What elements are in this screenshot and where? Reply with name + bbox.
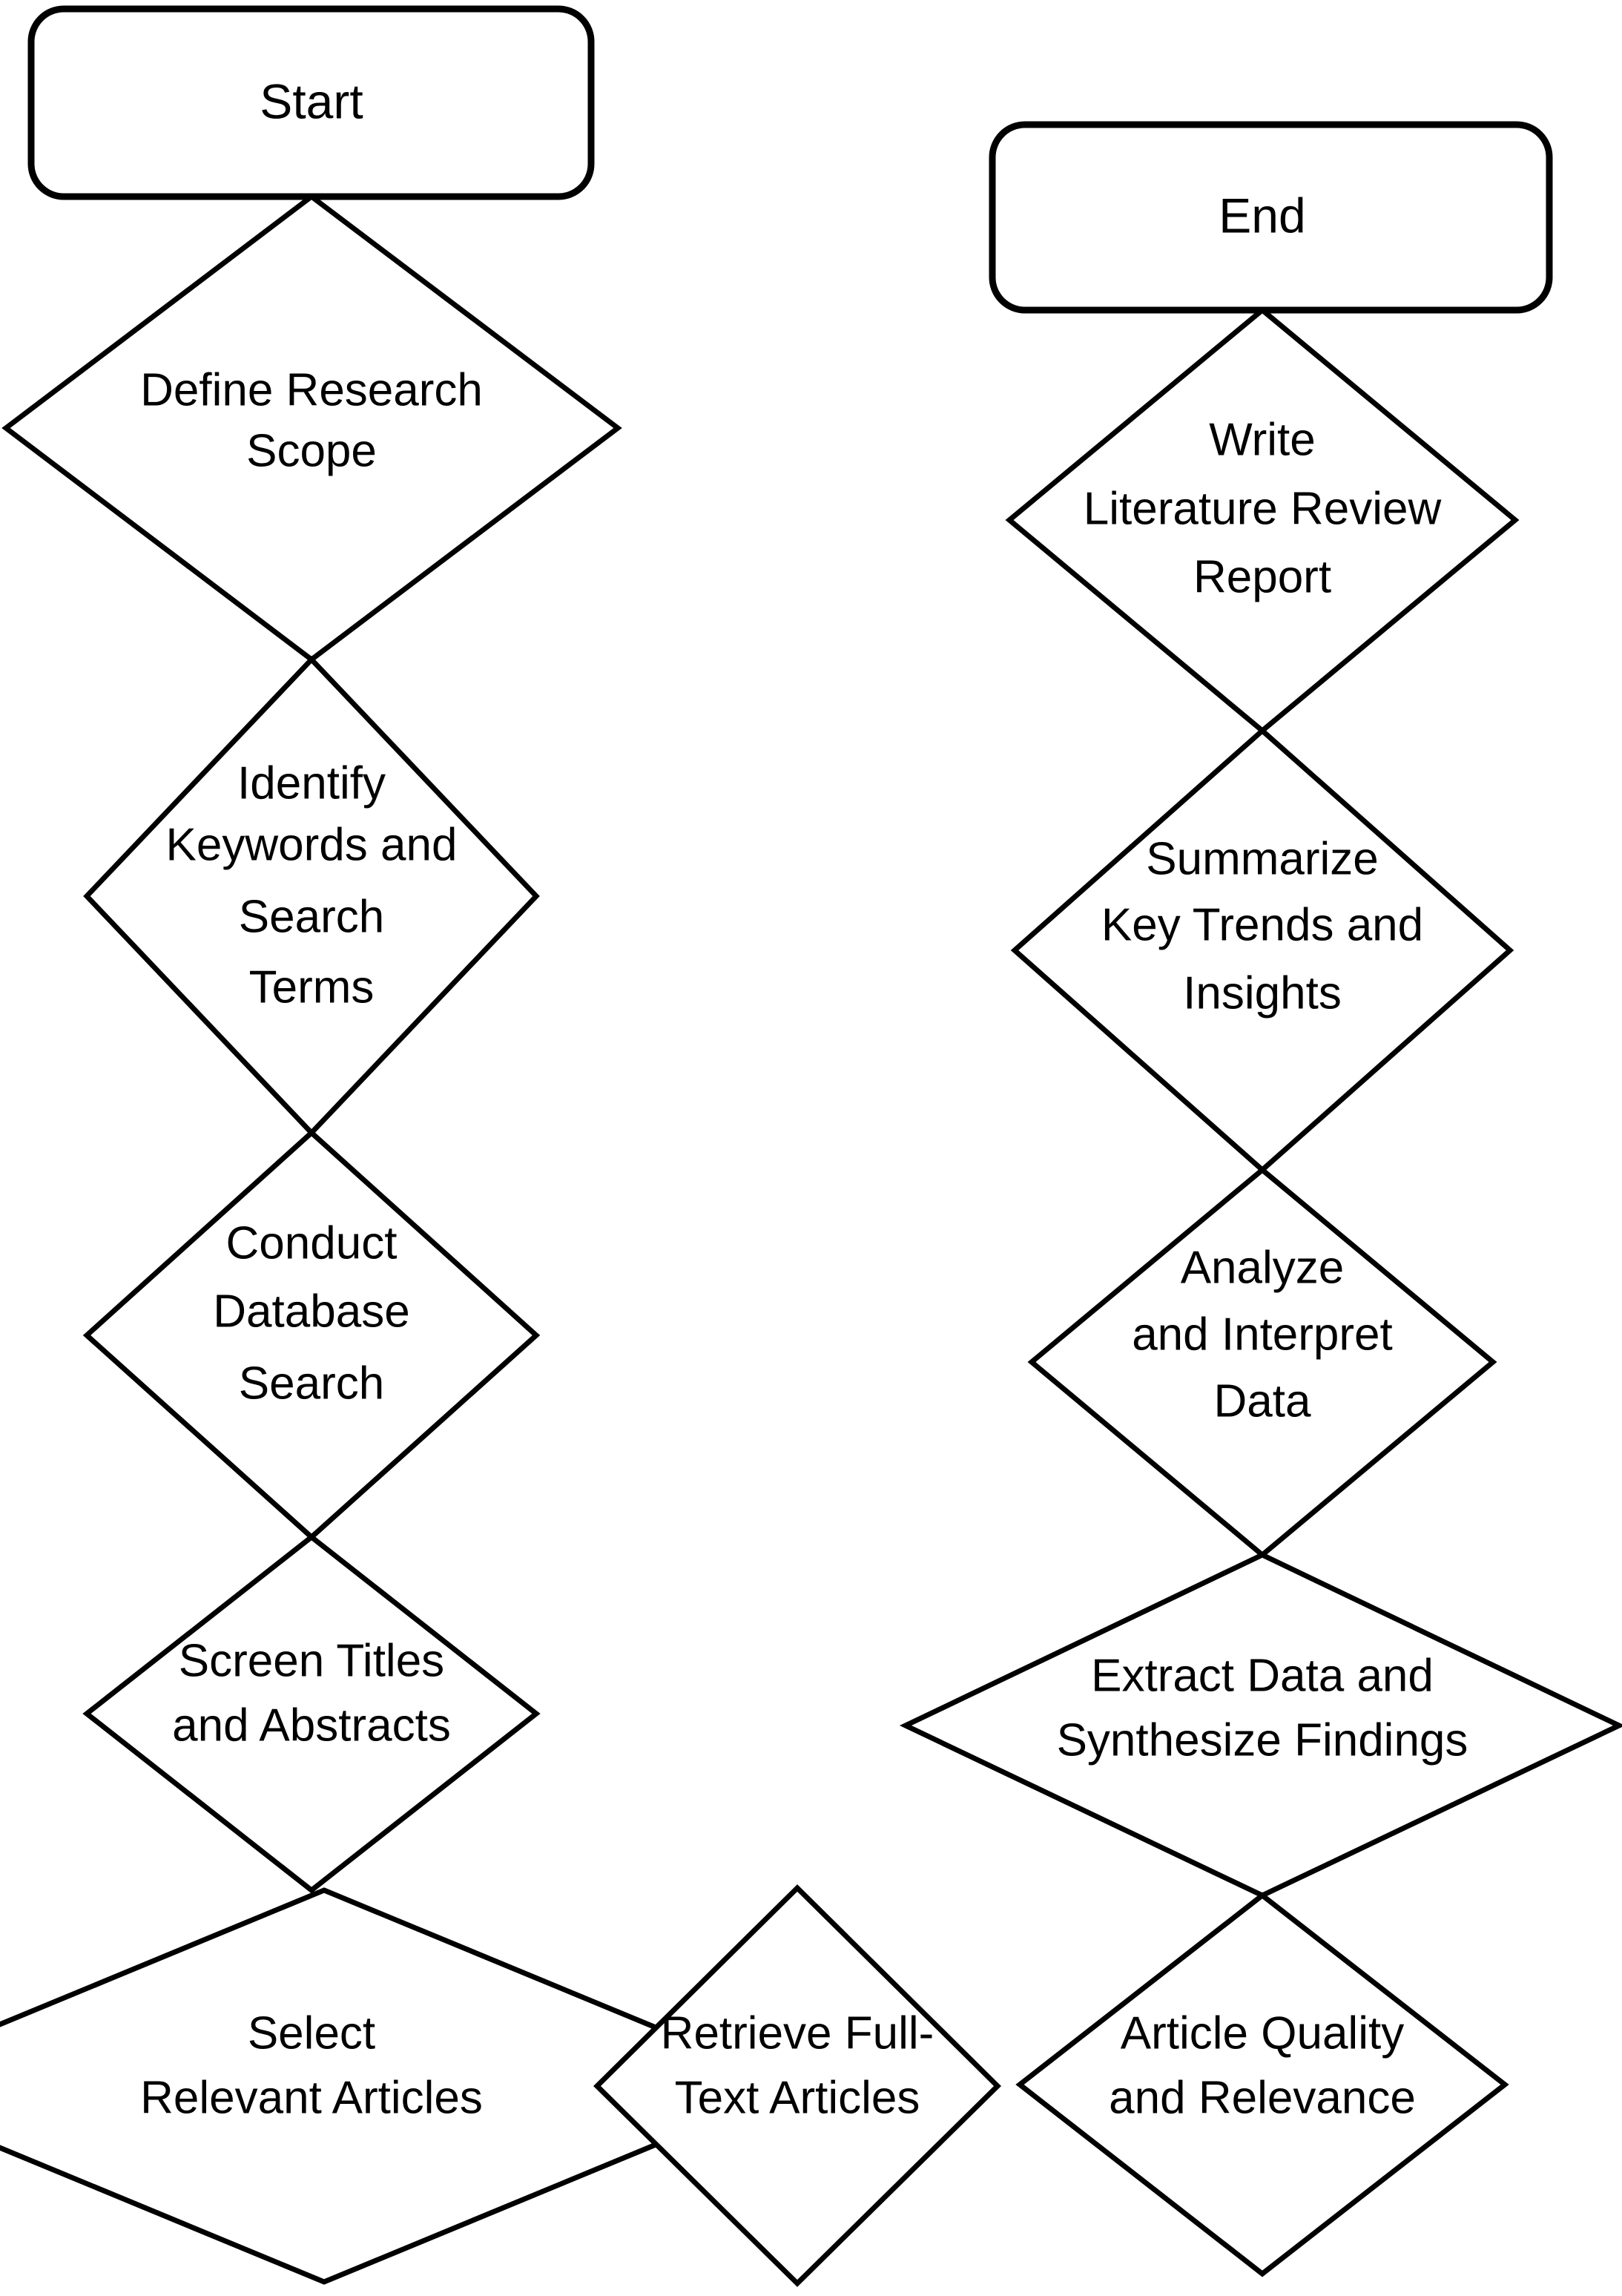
retrieve-full-text-label-line2: Text Articles (675, 2072, 920, 2123)
define-research-scope-label-line1: Define Research (140, 364, 483, 415)
conduct-database-search-label-line2: Database (213, 1286, 409, 1337)
select-relevant-articles-label-line2: Relevant Articles (140, 2072, 483, 2123)
end-label: End (1219, 188, 1305, 243)
screen-titles-diamond (82, 1533, 541, 1894)
start-label: Start (260, 73, 363, 128)
node-end[interactable]: End (989, 121, 1553, 314)
article-quality-relevance-label-line1: Article Quality (1121, 2007, 1404, 2059)
conduct-database-search-label-line1: Conduct (226, 1217, 398, 1269)
analyze-interpret-data-label-line1: Analyze (1181, 1242, 1345, 1293)
select-relevant-articles-diamond (0, 1887, 805, 2285)
summarize-key-trends-label-line3: Insights (1183, 967, 1342, 1019)
node-write-literature-review-report[interactable]: Write Literature Review Report (1005, 306, 1520, 734)
identify-keywords-label-line4: Terms (249, 961, 375, 1013)
analyze-interpret-data-label-line3: Data (1214, 1375, 1311, 1427)
write-report-label-line3: Report (1193, 551, 1331, 602)
node-extract-data-and-synthesize-findings[interactable]: Extract Data and Synthesize Findings (899, 1552, 1622, 1898)
extract-data-synthesize-label-line2: Synthesize Findings (1057, 1714, 1468, 1766)
select-relevant-articles-label-line1: Select (248, 2007, 375, 2059)
summarize-key-trends-label-line2: Key Trends and (1101, 899, 1423, 950)
screen-titles-label-line2: and Abstracts (172, 1700, 451, 1751)
node-article-quality-and-relevance[interactable]: Article Quality and Relevance (1015, 1892, 1509, 2277)
conduct-database-search-label-line3: Search (239, 1358, 384, 1409)
identify-keywords-label-line1: Identify (237, 757, 386, 809)
write-report-label-line2: Literature Review (1084, 483, 1442, 534)
node-start[interactable]: Start (27, 5, 595, 200)
node-define-research-scope[interactable]: Define Research Scope (1, 193, 622, 663)
node-screen-titles-and-abstracts[interactable]: Screen Titles and Abstracts (82, 1533, 541, 1894)
identify-keywords-label-line2: Keywords and (166, 819, 458, 870)
summarize-key-trends-label-line1: Summarize (1146, 833, 1379, 884)
screen-titles-label-line1: Screen Titles (179, 1635, 444, 1686)
retrieve-full-text-label-line1: Retrieve Full- (661, 2007, 934, 2059)
analyze-interpret-data-label-line2: and Interpret (1132, 1309, 1393, 1360)
retrieve-full-text-diamond (593, 1884, 1001, 2287)
node-summarize-key-trends-and-insights[interactable]: Summarize Key Trends and Insights (1010, 727, 1514, 1174)
end-box-shape (989, 121, 1553, 314)
define-research-scope-label-line2: Scope (246, 425, 377, 476)
article-quality-relevance-diamond (1015, 1892, 1509, 2277)
write-report-label-line1: Write (1209, 414, 1316, 465)
node-select-relevant-articles[interactable]: Select Relevant Articles (0, 1887, 805, 2285)
extract-data-synthesize-label-line1: Extract Data and (1091, 1650, 1434, 1701)
node-conduct-database-search[interactable]: Conduct Database Search (82, 1129, 541, 1541)
node-retrieve-full-text-articles[interactable]: Retrieve Full- Text Articles (593, 1884, 1001, 2287)
analyze-interpret-data-diamond (1027, 1166, 1497, 1559)
article-quality-relevance-label-line2: and Relevance (1109, 2072, 1416, 2123)
node-analyze-and-interpret-data[interactable]: Analyze and Interpret Data (1027, 1166, 1497, 1559)
identify-keywords-label-line3: Search (239, 891, 384, 942)
node-identify-keywords-and-search-terms[interactable]: Identify Keywords and Search Terms (83, 655, 540, 1137)
